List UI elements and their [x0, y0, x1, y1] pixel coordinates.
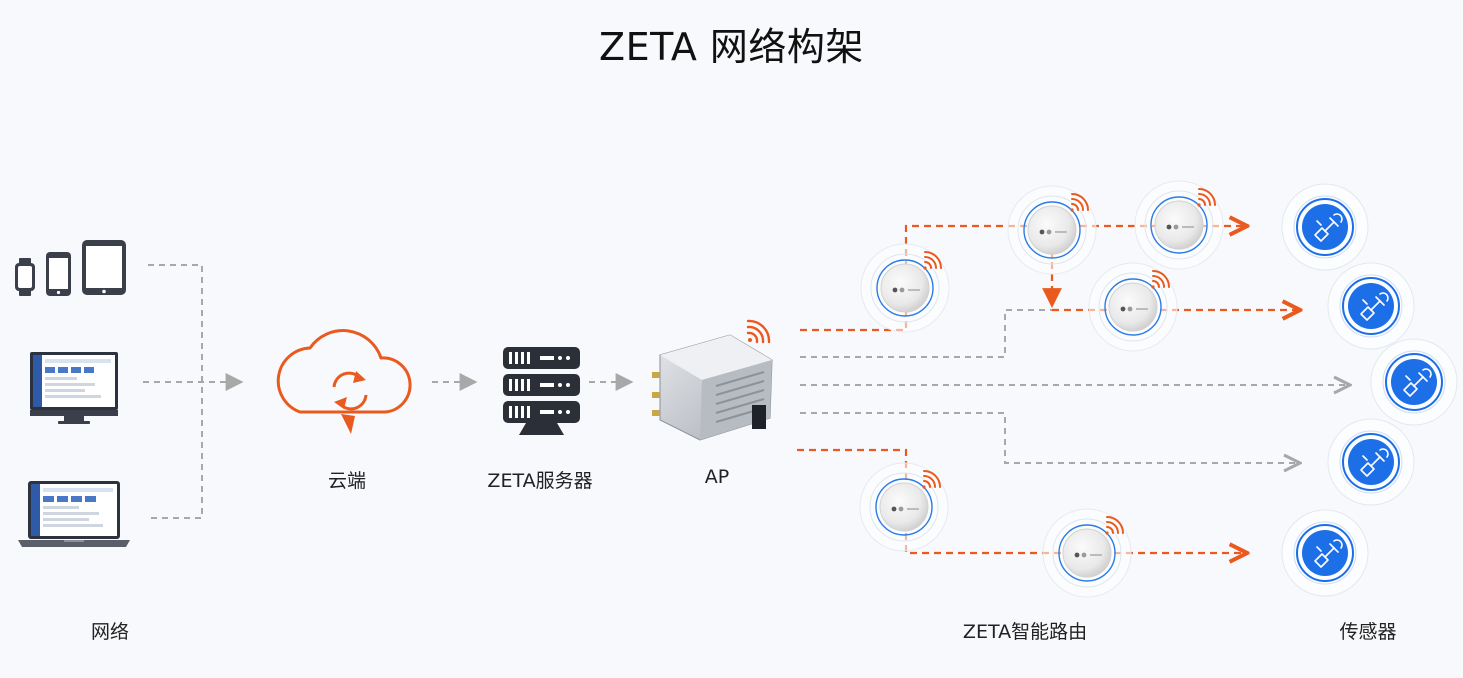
ap-label: AP	[704, 466, 730, 488]
server-rack-icon	[503, 347, 580, 435]
sensor-icon	[1327, 418, 1415, 506]
network-devices	[15, 240, 130, 547]
router-node-icon	[1088, 262, 1178, 352]
desktop-monitor-icon	[30, 352, 118, 424]
sensor-icon	[1327, 262, 1415, 350]
sensor-label: 传感器	[1339, 621, 1397, 643]
router-node-icon	[1007, 185, 1097, 275]
network-label: 网络	[90, 621, 130, 643]
router-node-icon	[860, 243, 950, 333]
smartphone-icon	[46, 252, 71, 296]
server-label: ZETA服务器	[487, 470, 593, 492]
sensor-icon	[1281, 183, 1369, 271]
router-node-icon	[1042, 508, 1132, 598]
device-links	[143, 264, 244, 519]
laptop-icon	[18, 481, 130, 547]
router-node-icon	[1134, 180, 1224, 270]
cloud-label: 云端	[327, 470, 367, 492]
wifi-signal-icon	[746, 319, 771, 344]
tablet-icon	[82, 240, 126, 295]
cloud-icon	[276, 329, 412, 434]
sensor-icon	[1281, 509, 1369, 597]
diagram-title: ZETA 网络构架	[599, 25, 864, 69]
router-label: ZETA智能路由	[962, 621, 1088, 643]
router-node-icon	[859, 462, 949, 552]
sensor-icon	[1370, 338, 1458, 426]
sensors	[1281, 183, 1458, 597]
router-nodes	[859, 180, 1224, 598]
smartwatch-icon	[15, 258, 35, 296]
gray-routes	[800, 309, 1348, 463]
access-point-icon	[652, 334, 773, 441]
